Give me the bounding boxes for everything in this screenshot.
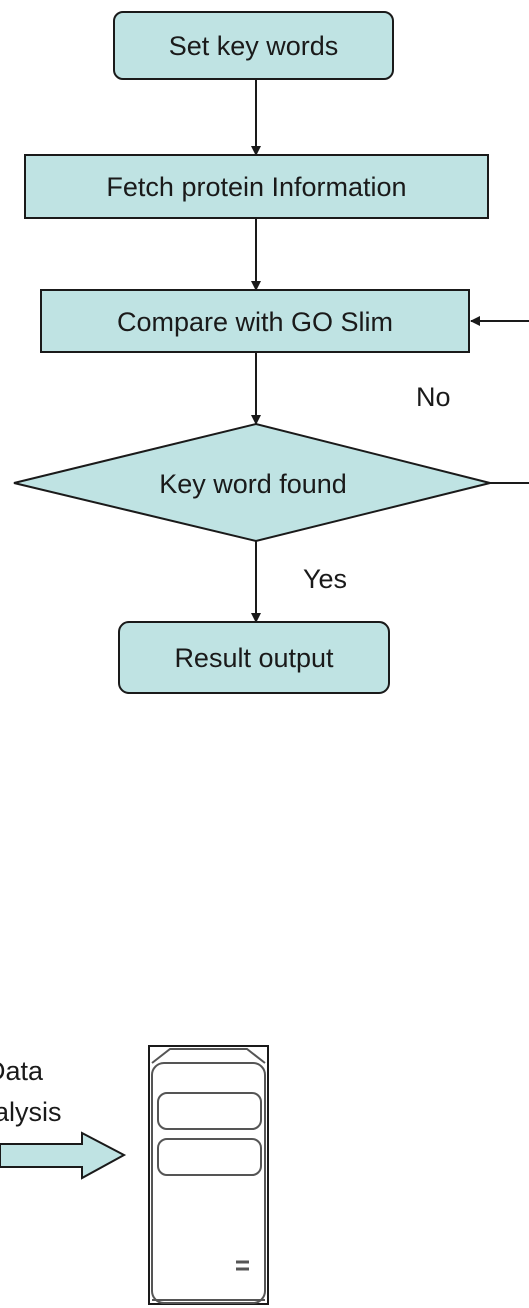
server-tower-icon — [148, 1045, 269, 1305]
edge-label-yes: Yes — [303, 564, 347, 594]
node-result-output-label: Result output — [174, 643, 334, 673]
node-compare-go-slim-label: Compare with GO Slim — [117, 307, 393, 337]
node-set-key-words: Set key words — [113, 11, 394, 80]
edge-label-no: No — [416, 382, 451, 412]
node-result-output: Result output — [118, 621, 390, 694]
data-analysis-label-line2: alysis — [0, 1097, 62, 1127]
node-fetch-protein-label: Fetch protein Information — [106, 172, 406, 202]
node-decision-label: Key word found — [159, 469, 347, 499]
data-analysis-label-line1: Data — [0, 1056, 44, 1086]
node-set-key-words-label: Set key words — [169, 31, 339, 61]
node-compare-go-slim: Compare with GO Slim — [40, 289, 470, 353]
data-analysis-block-arrow — [0, 1131, 127, 1180]
node-fetch-protein: Fetch protein Information — [24, 154, 489, 219]
node-decision-key-word-found: Key word found — [13, 422, 491, 543]
